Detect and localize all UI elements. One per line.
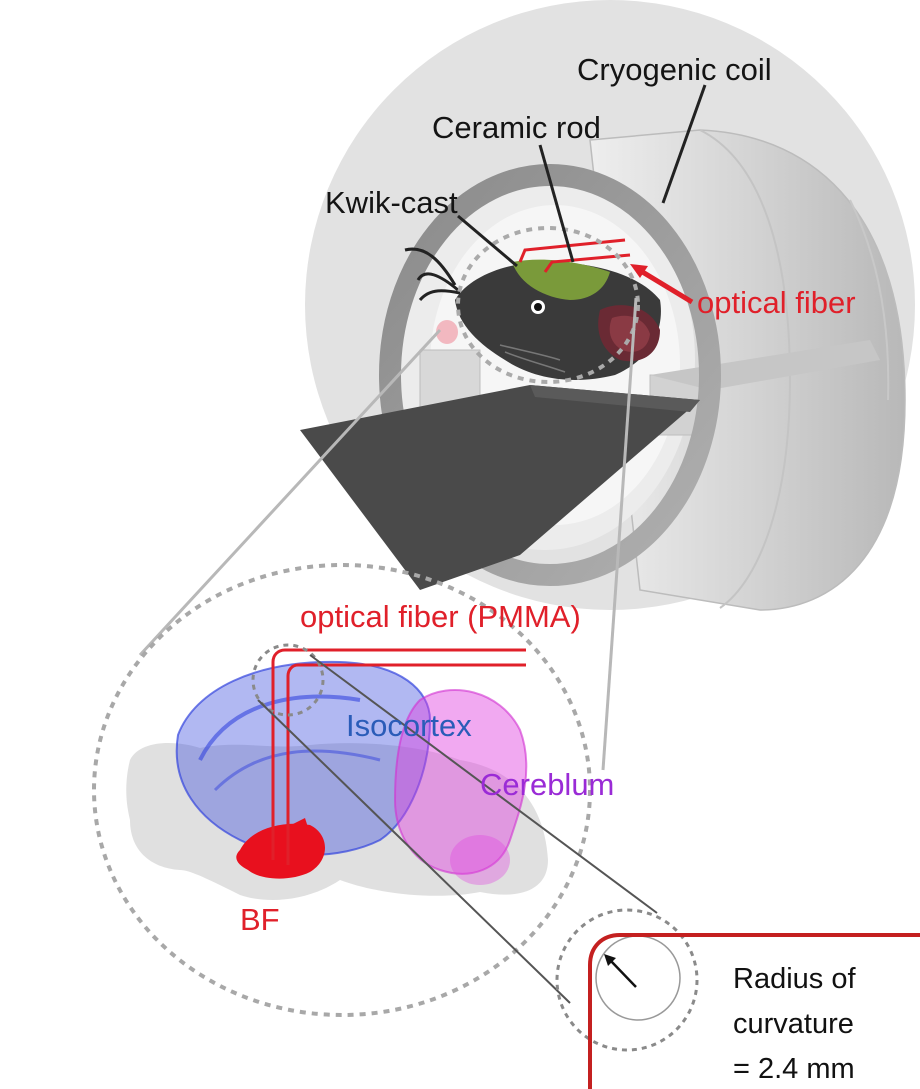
zoom-circle-brain xyxy=(92,563,592,1017)
zoom-circle-detail xyxy=(555,908,699,1052)
optical-fiber-pointer xyxy=(634,265,694,305)
animal-bed xyxy=(300,385,700,590)
cerebellum-region xyxy=(393,689,528,875)
cryogenic-coil-label: Cryogenic coil xyxy=(577,52,772,87)
zoom-circle-bend xyxy=(251,643,325,717)
curvature-circle xyxy=(595,935,681,1021)
optical-fiber-label: optical fiber xyxy=(697,285,856,320)
radius-label-line2: curvature xyxy=(733,1008,854,1040)
radius-label-line1: Radius of xyxy=(733,963,856,995)
isocortex-label: Isocortex xyxy=(346,708,472,743)
radius-label-line3: = 2.4 mm xyxy=(733,1053,855,1085)
bf-region xyxy=(236,823,325,879)
brain-outline xyxy=(126,743,548,900)
optical-fiber-scanner xyxy=(518,238,631,273)
bf-label: BF xyxy=(240,902,280,937)
ceramic-rod-label: Ceramic rod xyxy=(432,110,601,145)
kwik-cast-label: Kwik-cast xyxy=(325,185,458,220)
mouse xyxy=(404,247,661,380)
mouse-nose xyxy=(436,320,458,344)
zoom-circle-head xyxy=(456,226,640,384)
kwik-cast-patch xyxy=(512,259,610,300)
optical-fiber-brain xyxy=(271,648,526,865)
radius-arrow xyxy=(609,959,637,988)
optical-fiber-pmma-label: optical fiber (PMMA) xyxy=(300,599,581,634)
mri-scanner xyxy=(300,0,915,611)
curved-fiber-detail xyxy=(588,933,920,1089)
mouse-whiskers xyxy=(404,247,461,302)
cerebellum-label: Cereblum xyxy=(480,767,614,802)
